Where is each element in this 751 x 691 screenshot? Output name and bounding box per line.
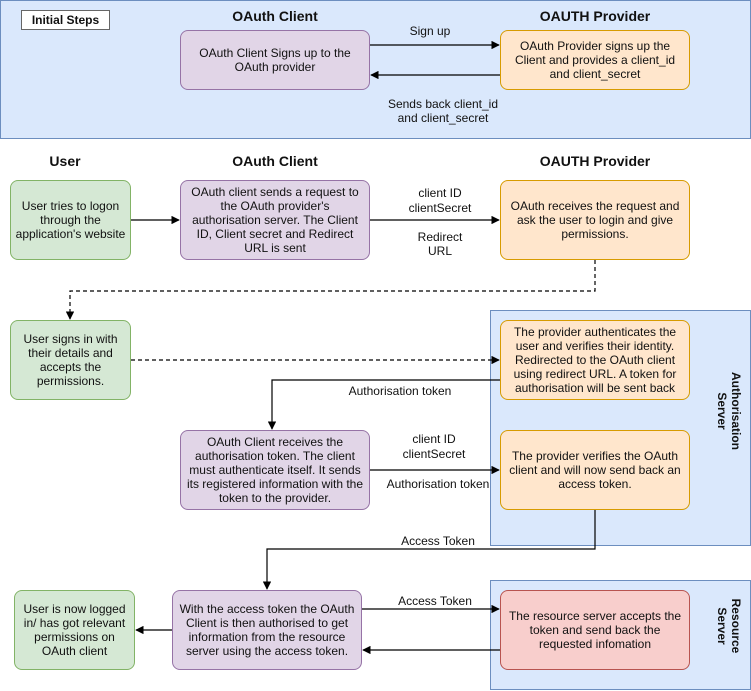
client-request-box: OAuth client sends a request to the OAut… (180, 180, 370, 260)
resource-accept-box: The resource server accepts the token an… (500, 590, 690, 670)
auth-token-send-label: Authorisation token (386, 477, 490, 491)
initial-steps-tag: Initial Steps (21, 10, 110, 30)
user-logged-in-box: User is now logged in/ has got relevant … (14, 590, 135, 670)
access-token-back-arrow (262, 510, 596, 590)
user-header: User (49, 153, 81, 169)
initial-provider-header: OAUTH Provider (539, 8, 651, 24)
client-header: OAuth Client (232, 153, 318, 169)
auth-token-back-label: Authorisation token (348, 384, 452, 398)
user-signin-box: User signs in with their details and acc… (10, 320, 131, 400)
sends-back-label: Sends back client_id and client_secret (387, 97, 499, 125)
access-token-back-label: Access Token (401, 534, 475, 548)
provider-header: OAUTH Provider (539, 153, 651, 169)
client-secret-label: clientSecret (408, 201, 472, 215)
client-signup-box: OAuth Client Signs up to the OAuth provi… (180, 30, 370, 90)
client-receive-token-box: OAuth Client receives the authorisation … (180, 430, 370, 510)
provider-receive-box: OAuth receives the request and ask the u… (500, 180, 690, 260)
access-token-send-label: Access Token (398, 594, 472, 608)
provider-verify-box: The provider verifies the OAuth client a… (500, 430, 690, 510)
redirect-url-label: Redirect URL (417, 230, 463, 258)
client-id-label: client ID (418, 186, 462, 200)
provider-signup-box: OAuth Provider signs up the Client and p… (500, 30, 690, 90)
signup-label: Sign up (409, 24, 451, 38)
provider-to-user-dashed (65, 260, 596, 320)
initial-client-header: OAuth Client (232, 8, 318, 24)
client-access-box: With the access token the OAuth Client i… (172, 590, 362, 670)
client-id-2-label: client ID (412, 432, 456, 446)
client-secret-2-label: clientSecret (402, 447, 466, 461)
user-logon-box: User tries to logon through the applicat… (10, 180, 131, 260)
auth-token-back-arrow (267, 379, 500, 430)
provider-authenticate-box: The provider authenticates the user and … (500, 320, 690, 400)
